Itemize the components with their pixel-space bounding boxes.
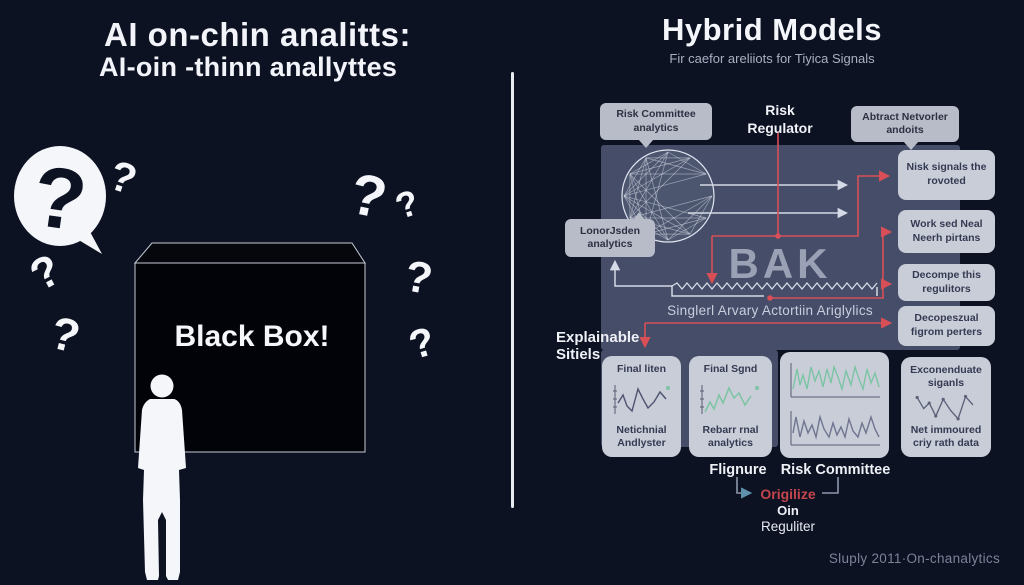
person-head — [150, 374, 174, 398]
label-explainable-signals: Explainable Sitiels — [556, 329, 640, 364]
question-mark: ? — [344, 161, 392, 232]
question-bubble: ? — [14, 146, 106, 254]
chart-box-caption: Rebarr rnal analytics — [702, 423, 759, 449]
black-box-top — [133, 242, 366, 264]
chart-box-title: Exconenduate siganls — [910, 364, 982, 390]
question-marks: ? ? ? ? ? ? ? — [22, 151, 440, 368]
person-body — [138, 399, 186, 580]
question-mark: ? — [390, 181, 424, 227]
label-origilize: Origilize — [760, 486, 816, 502]
label-risk-regulator: Risk Regulator — [747, 102, 813, 137]
mini-dotted-line-chart — [915, 395, 974, 421]
bubble-risk-committee: Risk Committee analytics — [600, 103, 712, 148]
black-box-label: Black Box! — [174, 320, 329, 353]
side-box-decomposed-patterns: Decopeszual figrom perters — [898, 306, 995, 346]
bak-label: BAK — [728, 240, 832, 287]
mini-noisy-chart-green — [790, 363, 880, 398]
chart-box-title: Final Sgnd — [703, 363, 758, 375]
person-arm — [160, 400, 180, 431]
right-title: Hybrid Models — [661, 12, 883, 47]
question-mark: ? — [45, 306, 85, 363]
chart-box-caption: Netichnial Andlyster — [616, 423, 667, 449]
person-figure — [138, 374, 186, 580]
label-oin: Oin — [777, 503, 799, 518]
chart-box-dual — [780, 352, 889, 458]
left-illustration: ? ? ? ? ? ? ? ? Black Box! — [14, 146, 440, 580]
question-mark: ? — [104, 151, 143, 204]
label-risk-committee: Risk Committee — [780, 462, 891, 478]
chart-box-caption: Net immoured criy rath data — [910, 423, 982, 449]
left-title-line2: AI-oin -thinn anallyttes — [99, 52, 398, 82]
bubble-abstract-networker: Abtract Netvorler andoits — [851, 106, 959, 150]
question-mark: ? — [404, 319, 440, 368]
chart-box-final-1: Final liten Netichnial Andlyster — [602, 356, 681, 457]
label-reguliter: Reguliter — [760, 519, 816, 534]
label-flignure: Flignure — [709, 462, 767, 478]
question-mark: ? — [401, 251, 436, 304]
question-mark: ? — [22, 245, 69, 301]
mini-line-chart — [699, 384, 759, 414]
mini-line-chart — [612, 384, 670, 414]
footer-credit: Sluply 2011·On-chanalytics — [828, 551, 1000, 566]
chart-box-title: Final liten — [616, 363, 666, 375]
mini-noisy-chart-gray — [790, 411, 880, 446]
black-box-front — [134, 262, 366, 453]
black-box: Black Box! — [133, 242, 366, 453]
chart-box-exponential: Exconenduate siganls Net immoured criy r… — [901, 357, 991, 457]
side-box-decompose: Decompe this regulitors — [898, 264, 995, 301]
chart-box-final-2: Final Sgnd Rebarr rnal analytics — [689, 356, 772, 457]
caption-signals: Singlerl Arvary Actortiin Ariglylics — [667, 303, 873, 318]
bubble-lonorjsden: LonorJsden analytics — [565, 212, 655, 257]
right-subtitle: Fir caefor areliiots for Tiyica Signals — [669, 51, 875, 66]
vertical-divider — [511, 72, 514, 508]
side-box-neural: Work sed Neal Neerh pirtans — [898, 210, 995, 253]
question-mark: ? — [27, 148, 92, 250]
left-title-line1: AI on-chin analitts: — [104, 16, 411, 53]
side-box-risk-signals: Nisk signals the rovoted — [898, 150, 995, 200]
